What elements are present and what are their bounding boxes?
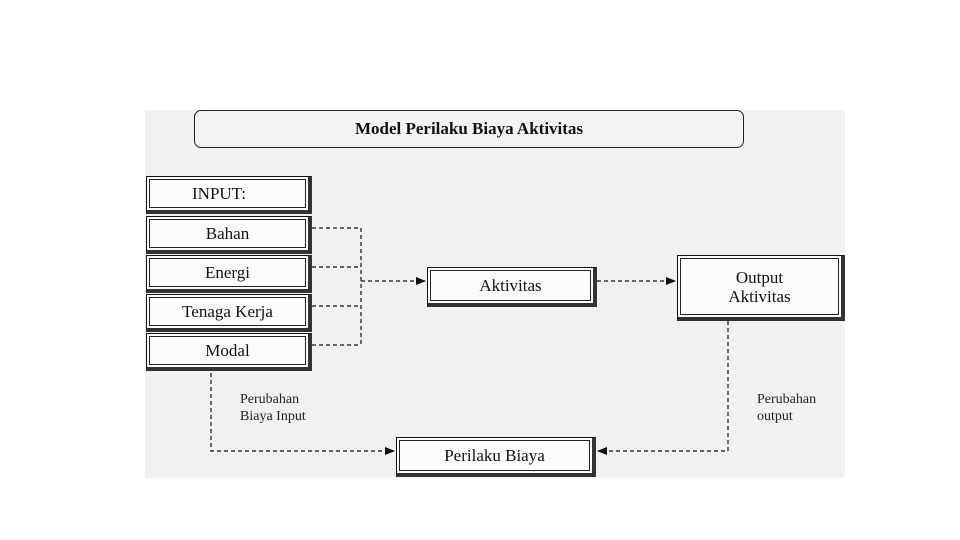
output-change-label: Perubahan output: [757, 391, 816, 425]
input-item-label: Tenaga Kerja: [182, 301, 273, 321]
activity-label: Aktivitas: [479, 275, 542, 295]
input-item-label: Bahan: [205, 223, 250, 243]
diagram-title: Model Perilaku Biaya Aktivitas: [194, 110, 744, 148]
input-item-label: Modal: [205, 340, 250, 360]
input-change-line1: Perubahan: [240, 392, 300, 407]
input-item-bahan: Bahan: [146, 216, 312, 254]
input-header-label: INPUT:: [192, 183, 246, 203]
input-item-label: Energi: [204, 262, 250, 282]
activity-box: Aktivitas: [427, 267, 597, 307]
output-activity-box: Output Aktivitas: [677, 255, 845, 321]
input-item-modal: Modal: [146, 333, 312, 371]
cost-behavior-box: Perilaku Biaya: [396, 437, 596, 477]
arrow-output-to-cost: [597, 321, 729, 455]
input-change-line2: Biaya Input: [240, 409, 306, 424]
input-change-label: Perubahan Biaya Input: [240, 391, 306, 425]
cost-behavior-label: Perilaku Biaya: [444, 445, 545, 465]
output-label-line2: Aktivitas: [728, 286, 791, 306]
arrow-input-to-cost: [210, 373, 395, 455]
input-item-tenaga-kerja: Tenaga Kerja: [146, 294, 312, 332]
output-change-line2: output: [757, 409, 793, 424]
input-item-energi: Energi: [146, 255, 312, 293]
output-change-line1: Perubahan: [757, 392, 817, 407]
output-label-line1: Output: [735, 267, 784, 287]
input-header-box: INPUT:: [146, 176, 312, 214]
